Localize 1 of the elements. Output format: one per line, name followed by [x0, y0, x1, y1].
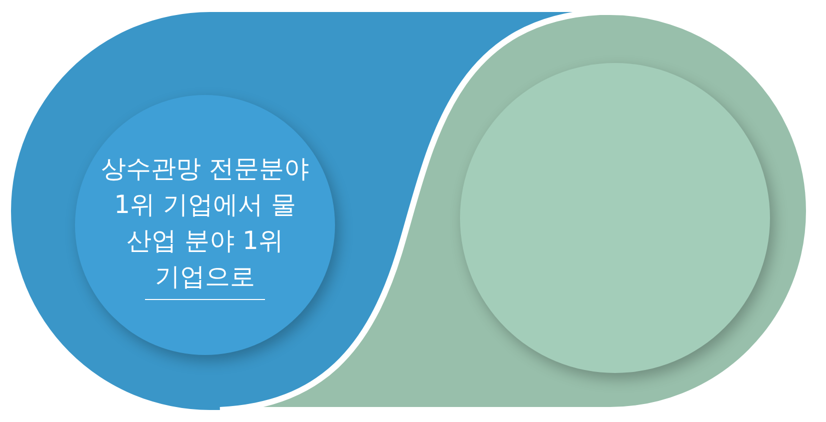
- slogan-text: 상수관망 전문분야 1위 기업에서 물 산업 분야 1위 기업으로: [100, 152, 310, 292]
